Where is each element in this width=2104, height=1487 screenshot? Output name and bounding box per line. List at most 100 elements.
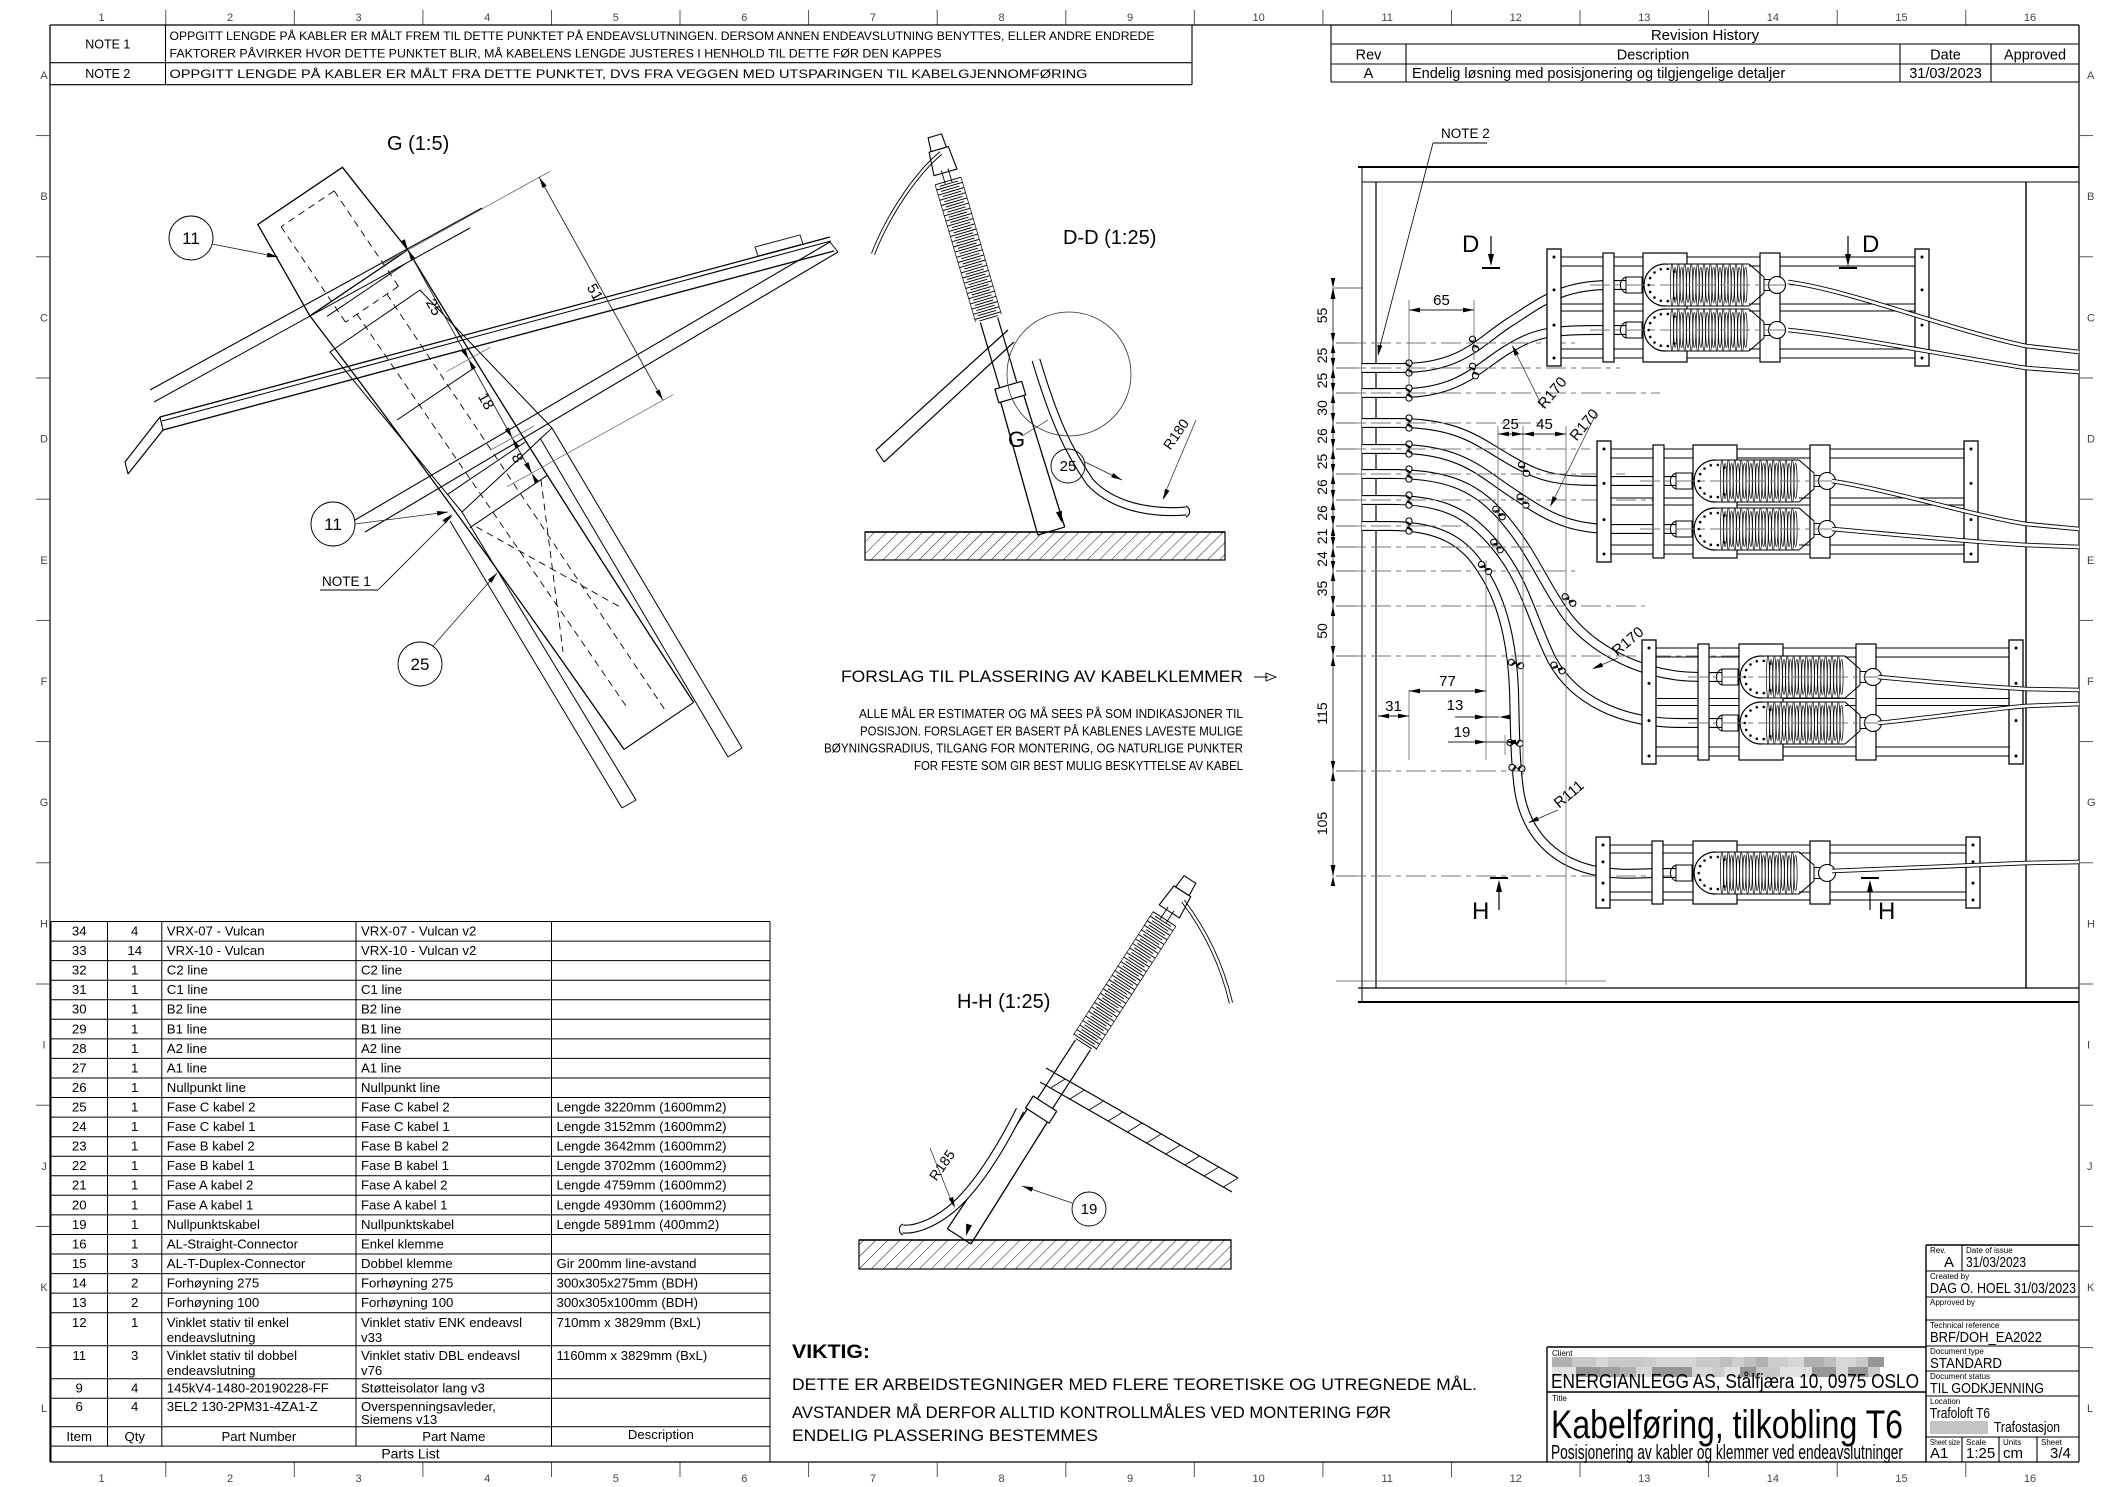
svg-text:Title: Title bbox=[1552, 1394, 1567, 1403]
svg-text:4: 4 bbox=[484, 1473, 490, 1485]
svg-text:A2 line: A2 line bbox=[167, 1041, 207, 1056]
svg-text:25: 25 bbox=[1314, 348, 1330, 364]
svg-text:6: 6 bbox=[741, 1473, 747, 1485]
svg-text:35: 35 bbox=[1314, 581, 1330, 597]
svg-text:B: B bbox=[40, 191, 47, 203]
svg-text:Nullpunkt line: Nullpunkt line bbox=[167, 1080, 246, 1095]
svg-text:Document status: Document status bbox=[1930, 1372, 1990, 1381]
svg-text:27: 27 bbox=[72, 1060, 87, 1075]
svg-text:12: 12 bbox=[1510, 1473, 1522, 1485]
svg-text:ENERGIANLEGG AS, Stålfjæra 10,: ENERGIANLEGG AS, Stålfjæra 10, 0975 OSLO bbox=[1551, 1370, 1919, 1393]
svg-text:5: 5 bbox=[613, 1473, 619, 1485]
svg-text:7: 7 bbox=[870, 1473, 876, 1485]
svg-text:Nullpunktskabel: Nullpunktskabel bbox=[167, 1217, 260, 1232]
svg-text:15: 15 bbox=[72, 1256, 87, 1271]
svg-text:D: D bbox=[1862, 231, 1879, 258]
svg-text:FOR FESTE SOM GIR BEST MULIG B: FOR FESTE SOM GIR BEST MULIG BESKYTTELSE… bbox=[914, 759, 1243, 773]
svg-text:10: 10 bbox=[1252, 1473, 1264, 1485]
svg-text:BRF/DOH_EA2022: BRF/DOH_EA2022 bbox=[1930, 1329, 2042, 1346]
svg-text:9: 9 bbox=[1127, 12, 1133, 24]
svg-text:1: 1 bbox=[131, 1119, 138, 1134]
svg-text:25: 25 bbox=[1060, 458, 1077, 475]
svg-text:Trafostasjon: Trafostasjon bbox=[1994, 1419, 2060, 1436]
svg-text:J: J bbox=[41, 1161, 47, 1173]
svg-text:A: A bbox=[1944, 1254, 1954, 1271]
svg-text:H: H bbox=[1878, 898, 1895, 925]
svg-text:300x305x275mm (BDH): 300x305x275mm (BDH) bbox=[557, 1276, 698, 1291]
svg-text:4: 4 bbox=[131, 1381, 138, 1396]
svg-text:51: 51 bbox=[583, 281, 606, 304]
svg-text:Rev: Rev bbox=[1356, 48, 1383, 64]
svg-text:7: 7 bbox=[870, 12, 876, 24]
svg-text:E: E bbox=[40, 555, 47, 567]
svg-text:Revision History: Revision History bbox=[1651, 27, 1760, 44]
svg-text:Scale: Scale bbox=[1966, 1438, 1987, 1447]
svg-text:endeavslutning: endeavslutning bbox=[167, 1363, 256, 1378]
svg-text:Parts List: Parts List bbox=[381, 1446, 439, 1462]
svg-text:FAKTORER PÅVIRKER HVOR DETTE P: FAKTORER PÅVIRKER HVOR DETTE PUNKTET BLI… bbox=[170, 46, 942, 61]
svg-text:34: 34 bbox=[72, 924, 87, 939]
svg-text:Forhøyning 100: Forhøyning 100 bbox=[361, 1295, 453, 1310]
svg-text:26: 26 bbox=[1314, 505, 1330, 521]
svg-text:Forhøyning 275: Forhøyning 275 bbox=[167, 1276, 259, 1291]
svg-text:1: 1 bbox=[131, 1236, 138, 1251]
svg-text:Endelig løsning med posisjoner: Endelig løsning med posisjonering og til… bbox=[1412, 66, 1785, 82]
svg-text:31: 31 bbox=[72, 982, 87, 997]
svg-text:OPPGITT LENGDE PÅ KABLER ER MÅ: OPPGITT LENGDE PÅ KABLER ER MÅLT FREM TI… bbox=[170, 28, 1155, 43]
svg-text:25: 25 bbox=[411, 655, 430, 674]
svg-text:Created by: Created by bbox=[1930, 1272, 1969, 1281]
svg-text:G (1:5): G (1:5) bbox=[387, 133, 449, 155]
svg-text:A1 line: A1 line bbox=[361, 1060, 401, 1075]
svg-text:VRX-10 - Vulcan v2: VRX-10 - Vulcan v2 bbox=[361, 943, 476, 958]
svg-text:26: 26 bbox=[1314, 479, 1330, 495]
svg-text:D: D bbox=[40, 434, 48, 446]
svg-text:L: L bbox=[2087, 1403, 2093, 1415]
svg-text:Fase A kabel 2: Fase A kabel 2 bbox=[167, 1178, 254, 1193]
svg-text:25: 25 bbox=[422, 296, 445, 319]
svg-text:18: 18 bbox=[474, 390, 497, 413]
svg-text:VIKTIG:: VIKTIG: bbox=[792, 1342, 870, 1363]
svg-text:5: 5 bbox=[613, 12, 619, 24]
svg-text:Forhøyning 100: Forhøyning 100 bbox=[167, 1295, 259, 1310]
svg-text:NOTE 1: NOTE 1 bbox=[85, 38, 130, 52]
svg-text:D: D bbox=[2087, 434, 2095, 446]
svg-text:POSISJON. FORSLAGET ER BASERT: POSISJON. FORSLAGET ER BASERT PÅ KABLENE… bbox=[860, 723, 1243, 738]
svg-text:3: 3 bbox=[131, 1348, 138, 1363]
svg-text:14: 14 bbox=[1767, 12, 1779, 24]
svg-text:TIL GODKJENNING: TIL GODKJENNING bbox=[1930, 1380, 2044, 1397]
svg-text:C1 line: C1 line bbox=[361, 982, 402, 997]
svg-text:1: 1 bbox=[131, 982, 138, 997]
svg-text:55: 55 bbox=[1314, 308, 1330, 324]
svg-text:25: 25 bbox=[1314, 373, 1330, 389]
svg-text:Fase C kabel 1: Fase C kabel 1 bbox=[361, 1119, 450, 1134]
svg-text:11: 11 bbox=[1381, 1473, 1392, 1485]
svg-text:K: K bbox=[40, 1282, 48, 1294]
svg-text:H-H (1:25): H-H (1:25) bbox=[957, 991, 1050, 1013]
svg-text:11: 11 bbox=[182, 229, 200, 248]
svg-text:Description: Description bbox=[1617, 48, 1690, 64]
svg-text:115: 115 bbox=[1314, 702, 1330, 725]
svg-text:Approved: Approved bbox=[2004, 48, 2066, 64]
svg-text:22: 22 bbox=[72, 1158, 87, 1173]
svg-text:Nullpunkt line: Nullpunkt line bbox=[361, 1080, 440, 1095]
svg-text:C: C bbox=[40, 312, 48, 324]
svg-text:B1 line: B1 line bbox=[167, 1021, 207, 1036]
svg-text:A2 line: A2 line bbox=[361, 1041, 401, 1056]
svg-text:C1 line: C1 line bbox=[167, 982, 208, 997]
svg-text:16: 16 bbox=[72, 1236, 87, 1251]
svg-text:Part Number: Part Number bbox=[222, 1429, 297, 1444]
svg-text:25: 25 bbox=[1502, 416, 1519, 433]
svg-text:G: G bbox=[2087, 797, 2096, 809]
svg-text:Units: Units bbox=[2003, 1438, 2021, 1447]
svg-text:3EL2 130-2PM31-4ZA1-Z: 3EL2 130-2PM31-4ZA1-Z bbox=[167, 1399, 318, 1414]
svg-text:1: 1 bbox=[98, 1473, 104, 1485]
svg-text:11: 11 bbox=[324, 515, 342, 534]
svg-text:1: 1 bbox=[131, 1158, 138, 1173]
svg-text:1: 1 bbox=[131, 963, 138, 978]
svg-text:1: 1 bbox=[131, 1002, 138, 1017]
svg-text:Fase B kabel 1: Fase B kabel 1 bbox=[167, 1158, 255, 1173]
svg-text:Trafoloft T6: Trafoloft T6 bbox=[1930, 1405, 1990, 1422]
svg-text:ALLE MÅL ER ESTIMATER OG MÅ SE: ALLE MÅL ER ESTIMATER OG MÅ SEES PÅ SOM … bbox=[859, 706, 1243, 721]
svg-text:ENDELIG PLASSERING BESTEMMES: ENDELIG PLASSERING BESTEMMES bbox=[792, 1427, 1098, 1445]
svg-text:AL-Straight-Connector: AL-Straight-Connector bbox=[167, 1236, 299, 1251]
